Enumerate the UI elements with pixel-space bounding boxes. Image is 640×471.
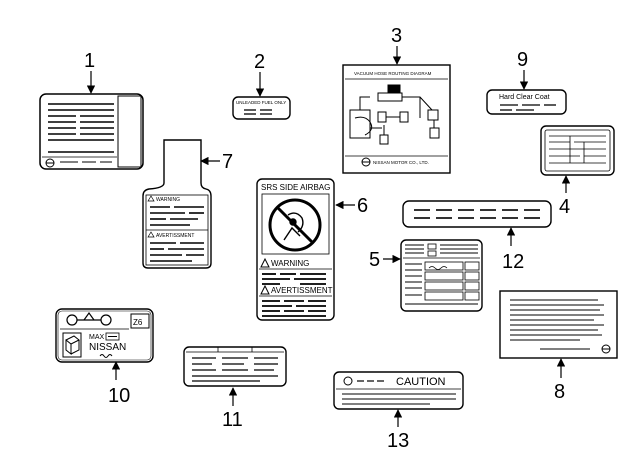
label-8-info-card [499, 290, 618, 359]
label-5-certification [400, 239, 483, 312]
callout-9: 9 [517, 49, 528, 71]
label-7-sunvisor-warning: WARNING AVERTISSMENT [142, 139, 212, 269]
callout-7: 7 [222, 151, 233, 173]
callout-8: 8 [554, 381, 565, 403]
callout-11: 11 [222, 409, 243, 431]
callout-4: 4 [559, 196, 570, 218]
fuel-label-text: UNLEADED FUEL ONLY [236, 100, 286, 105]
label-2-fuel: UNLEADED FUEL ONLY [232, 96, 291, 120]
label-10-jack: Z6 MAX NISSAN [55, 308, 154, 363]
jack-model: Z6 [133, 318, 143, 327]
caution-text: CAUTION [396, 376, 446, 388]
callout-6: 6 [357, 195, 368, 217]
callout-12: 12 [502, 251, 524, 273]
label-11-columns [183, 346, 287, 387]
sunvisor-warning-text: WARNING [156, 197, 180, 203]
label-9-clear-coat: Hard Clear Coat [486, 89, 567, 115]
callout-1: 1 [84, 50, 95, 72]
airbag-warning-text: WARNING [271, 259, 309, 268]
label-3-vacuum-hose-diagram: VACUUM HOSE ROUTING DIAGRAM NISSAN MOTOR… [342, 64, 451, 174]
vacuum-maker: NISSAN MOTOR CO., LTD. [373, 160, 429, 165]
label-6-srs-airbag: SRS SIDE AIRBAG WARNING AVERTISSMENT [256, 178, 335, 321]
callout-3: 3 [391, 25, 402, 47]
label-13-caution: CAUTION [333, 371, 464, 410]
callout-13: 13 [387, 430, 409, 452]
airbag-title: SRS SIDE AIRBAG [261, 183, 330, 192]
callout-2: 2 [254, 51, 265, 73]
sunvisor-avertissement-text: AVERTISSMENT [156, 233, 194, 239]
leader-arrows [86, 46, 571, 427]
clear-coat-text: Hard Clear Coat [499, 94, 550, 101]
label-12-strip [402, 200, 552, 228]
callout-10: 10 [108, 385, 130, 407]
label-1-emission [39, 93, 144, 170]
label-4-tire-placard [540, 125, 615, 176]
vacuum-title: VACUUM HOSE ROUTING DIAGRAM [354, 71, 432, 76]
airbag-avertissement-text: AVERTISSMENT [271, 286, 333, 295]
callout-5: 5 [369, 249, 380, 271]
jack-max: MAX [89, 334, 105, 341]
jack-brand: NISSAN [89, 342, 126, 353]
